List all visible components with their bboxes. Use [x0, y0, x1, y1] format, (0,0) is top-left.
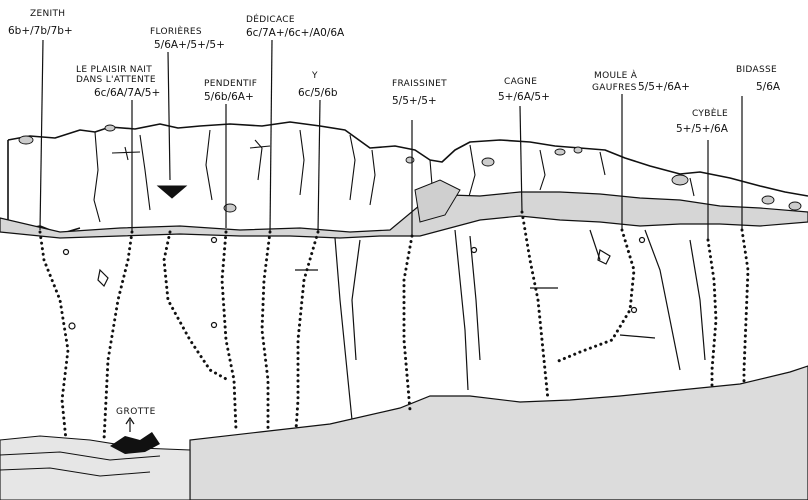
ledge-band [0, 179, 808, 239]
leader-lines [39, 39, 743, 240]
route-line-cagne [520, 210, 550, 402]
route-name-plaisir-2: DANS L'ATTENTE [76, 75, 156, 85]
route-grade-fraissinet: 5/5+/5+ [392, 95, 437, 107]
route-line-moule [554, 228, 636, 364]
grotte-label: GROTTE [116, 407, 156, 417]
grotte-cave [110, 416, 160, 454]
route-name-y: Y [311, 71, 318, 81]
route-line-cybele [706, 238, 718, 392]
route-line-bidasse [740, 228, 750, 387]
route-name-zenith: ZENITH [30, 9, 65, 19]
belay-markers [62, 236, 646, 330]
route-name-fraissinet: FRAISSINET [392, 79, 447, 89]
route-grade-dedicace: 6c/7A+/6c+/A0/6A [246, 27, 345, 39]
route-labels: ZENITH 6b+/7b/7b+ LE PLAISIR NAIT DANS L… [8, 9, 781, 417]
route-grade-plaisir: 6c/6A/7A/5+ [94, 87, 160, 99]
route-grade-pendentif: 5/6b/6A+ [204, 91, 254, 103]
route-line-pendentif [220, 230, 238, 432]
lower-wall-outline [97, 229, 706, 421]
route-lines [38, 210, 750, 442]
route-grade-y: 6c/5/6b [298, 87, 338, 99]
roof-marker-icon [156, 185, 188, 199]
route-grade-moule: 5/5+/6A+ [638, 81, 690, 93]
vegetation-marks [18, 124, 802, 213]
route-line-florieres [162, 230, 230, 382]
route-line-zenith [38, 230, 70, 442]
route-name-plaisir-1: LE PLAISIR NAIT [76, 65, 152, 75]
route-name-cagne: CAGNE [504, 77, 537, 87]
upper-face-features [93, 129, 695, 223]
scree-ground [0, 365, 808, 500]
route-name-moule-1: MOULE À [594, 69, 638, 81]
route-line-fraissinet [402, 234, 414, 412]
route-line-plaisir [102, 230, 134, 442]
route-line-dedicace [260, 230, 272, 432]
route-name-pendentif: PENDENTIF [204, 79, 257, 89]
route-name-moule-2: GAUFRES [592, 83, 637, 93]
route-name-florieres: FLORIÈRES [150, 25, 202, 37]
route-name-bidasse: BIDASSE [736, 65, 777, 75]
route-grade-zenith: 6b+/7b/7b+ [8, 25, 73, 37]
route-grade-florieres: 5/6A+/5+/5+ [154, 39, 225, 51]
route-line-y [294, 230, 320, 432]
route-name-cybele: CYBÈLE [692, 107, 728, 119]
route-grade-bidasse: 5/6A [756, 81, 781, 93]
route-grade-cybele: 5+/5+/6A [676, 123, 729, 135]
route-grade-cagne: 5+/6A/5+ [498, 91, 550, 103]
route-name-dedicace: DÉDICACE [246, 13, 295, 25]
